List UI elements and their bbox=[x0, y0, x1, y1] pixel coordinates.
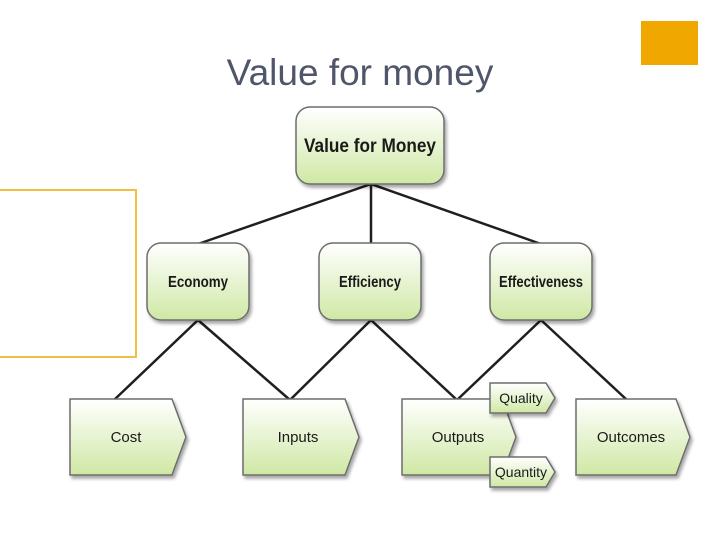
chain-inputs-label: Inputs bbox=[278, 429, 319, 446]
criterion-economy: Economy bbox=[146, 242, 250, 321]
output-tag-quantity: Quantity bbox=[489, 456, 556, 488]
chain-inputs: Inputs bbox=[242, 398, 360, 476]
chain-cost: Cost bbox=[69, 398, 187, 476]
connector-effectiveness-outputs bbox=[456, 319, 542, 401]
connector-efficiency-outputs bbox=[370, 319, 458, 401]
empty-side-box bbox=[0, 189, 137, 358]
chain-cost-label: Cost bbox=[111, 429, 143, 446]
connector-economy-cost bbox=[113, 319, 199, 401]
chain-outcomes: Outcomes bbox=[575, 398, 691, 476]
connector-economy-inputs bbox=[197, 319, 291, 401]
connector-root-economy bbox=[197, 182, 372, 246]
accent-square bbox=[641, 21, 698, 65]
root-node: Value for Money bbox=[295, 106, 445, 185]
connector-root-effectiveness bbox=[370, 182, 542, 246]
chain-outputs: Outputs bbox=[401, 398, 517, 476]
chain-outputs-label: Outputs bbox=[432, 429, 485, 446]
criterion-efficiency-label: Efficiency bbox=[339, 274, 401, 291]
output-tag-quantity-label: Quantity bbox=[495, 464, 547, 480]
criterion-efficiency: Efficiency bbox=[318, 242, 422, 321]
connector-effectiveness-outcomes bbox=[540, 319, 628, 401]
connector-efficiency-inputs bbox=[289, 319, 372, 401]
root-node-label: Value for Money bbox=[304, 136, 436, 157]
chain-outcomes-label: Outcomes bbox=[597, 429, 665, 446]
slide-title: Value for money bbox=[226, 52, 494, 93]
output-tag-quality: Quality bbox=[489, 382, 556, 414]
connectors bbox=[113, 182, 628, 401]
criterion-effectiveness: Effectiveness bbox=[489, 242, 593, 321]
criterion-economy-label: Economy bbox=[168, 274, 228, 291]
output-tag-quality-label: Quality bbox=[499, 390, 543, 406]
criterion-effectiveness-label: Effectiveness bbox=[499, 274, 583, 291]
